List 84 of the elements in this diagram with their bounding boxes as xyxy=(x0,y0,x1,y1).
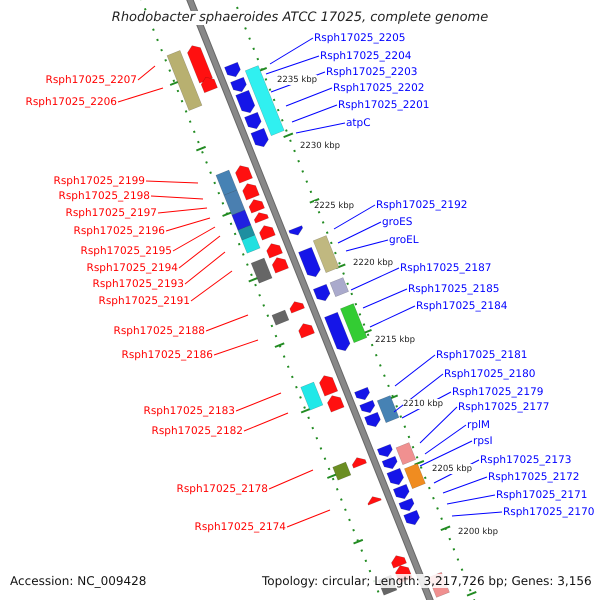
gene-label: Rsph17025_2194 xyxy=(86,261,178,275)
gene-label: Rsph17025_2204 xyxy=(320,49,412,63)
gene-label: Rsph17025_2180 xyxy=(444,367,536,381)
gene-label: Rsph17025_2178 xyxy=(176,482,268,496)
gene-label: Rsph17025_2207 xyxy=(46,73,137,87)
gene-label: Rsph17025_2177 xyxy=(458,400,550,414)
scale-label: 2230 kbp xyxy=(300,141,340,151)
title: Rhodobacter sphaeroides ATCC 17025, complete genome xyxy=(112,11,488,25)
leader-line xyxy=(244,412,288,432)
gene-label: Rsph17025_2181 xyxy=(436,348,528,362)
leader-line xyxy=(166,218,210,232)
gene-label: Rsph17025_2198 xyxy=(58,189,150,203)
scale-label: 2210 kbp xyxy=(403,399,444,409)
leader-line xyxy=(452,512,502,516)
leader-line xyxy=(334,204,376,230)
gene-label: Rsph17025_2186 xyxy=(122,348,213,362)
gene-label: Rsph17025_2171 xyxy=(496,488,588,502)
leader-line xyxy=(420,440,472,466)
leader-line xyxy=(420,406,458,444)
leader-line xyxy=(172,226,216,252)
leader-line xyxy=(150,196,204,200)
leader-line xyxy=(236,392,282,412)
gene-label: Rsph17025_2197 xyxy=(66,206,157,220)
gene-label: Rsph17025_2187 xyxy=(400,261,492,275)
gene-label: Rsph17025_2185 xyxy=(408,282,500,296)
gene-label: Rsph17025_2172 xyxy=(488,470,580,484)
scale-label: 2215 kbp xyxy=(375,335,416,345)
gene-label: Rsph17025_2199 xyxy=(54,174,145,188)
gene-label: Rsph17025_2203 xyxy=(326,65,418,79)
leader-line xyxy=(292,104,338,122)
gene-label: rplM xyxy=(467,418,490,432)
leader-line xyxy=(118,88,164,102)
leader-line xyxy=(286,88,332,106)
gene-label: groES xyxy=(382,215,412,229)
leader-line xyxy=(296,122,346,134)
gene-label: Rsph17025_2179 xyxy=(452,385,544,399)
gene-label: atpC xyxy=(346,116,371,130)
leader-line xyxy=(286,510,330,528)
leader-line xyxy=(362,288,408,308)
leader-line xyxy=(370,306,416,328)
gene-label: Rsph17025_2202 xyxy=(333,81,424,95)
leader-line xyxy=(270,38,314,64)
scale-label: 2200 kbp xyxy=(458,527,498,537)
gene-label: Rsph17025_2201 xyxy=(338,98,430,112)
leader-line xyxy=(178,236,220,268)
footer-text: Topology: circular; Length: 3,217,726 bp; Genes: 3,156 xyxy=(262,574,592,588)
gene-label: rpsI xyxy=(473,434,493,448)
leader-line xyxy=(266,56,320,74)
scale-label: 2225 kbp xyxy=(314,201,354,211)
gene-label: Rsph17025_2182 xyxy=(152,424,243,438)
gene-label: Rsph17025_2206 xyxy=(26,95,117,109)
gene-label: Rsph17025_2183 xyxy=(144,404,235,418)
gene-label: groEL xyxy=(389,233,419,247)
scale-label: 2220 kbp xyxy=(353,258,394,268)
scale-label: 2235 kbp xyxy=(277,75,318,85)
leader-line xyxy=(158,208,208,214)
gene-label: Rsph17025_2191 xyxy=(98,294,190,308)
leader-line xyxy=(214,340,258,356)
gene-label: Rsph17025_2188 xyxy=(114,324,205,338)
leader-line xyxy=(190,270,232,302)
gene-label: Rsph17025_2195 xyxy=(80,244,172,258)
footer-text: Accession: NC_009428 xyxy=(10,574,146,588)
leader-line xyxy=(350,268,400,290)
gene-label: Rsph17025_2173 xyxy=(480,453,572,467)
leader-line xyxy=(206,314,248,332)
gene-label: Rsph17025_2196 xyxy=(74,224,165,238)
leader-line xyxy=(268,470,314,490)
leader-line xyxy=(146,180,198,184)
leader-line xyxy=(424,424,466,454)
leader-line xyxy=(138,66,156,80)
gene-label: Rsph17025_2205 xyxy=(314,31,406,45)
gene-label: Rsph17025_2192 xyxy=(376,198,468,212)
leader-line xyxy=(394,354,436,386)
gene-label: Rsph17025_2184 xyxy=(416,299,508,313)
leader-line xyxy=(442,476,488,494)
leader-line xyxy=(346,240,388,252)
leader-line xyxy=(394,374,444,412)
leader-line xyxy=(338,222,382,244)
gene-label: Rsph17025_2174 xyxy=(194,520,286,534)
scale-label: 2205 kbp xyxy=(432,464,472,474)
gene-label: Rsph17025_2193 xyxy=(92,277,184,291)
gene-label: Rsph17025_2170 xyxy=(503,505,594,519)
leader-line xyxy=(184,252,226,284)
leader-line xyxy=(446,494,496,504)
